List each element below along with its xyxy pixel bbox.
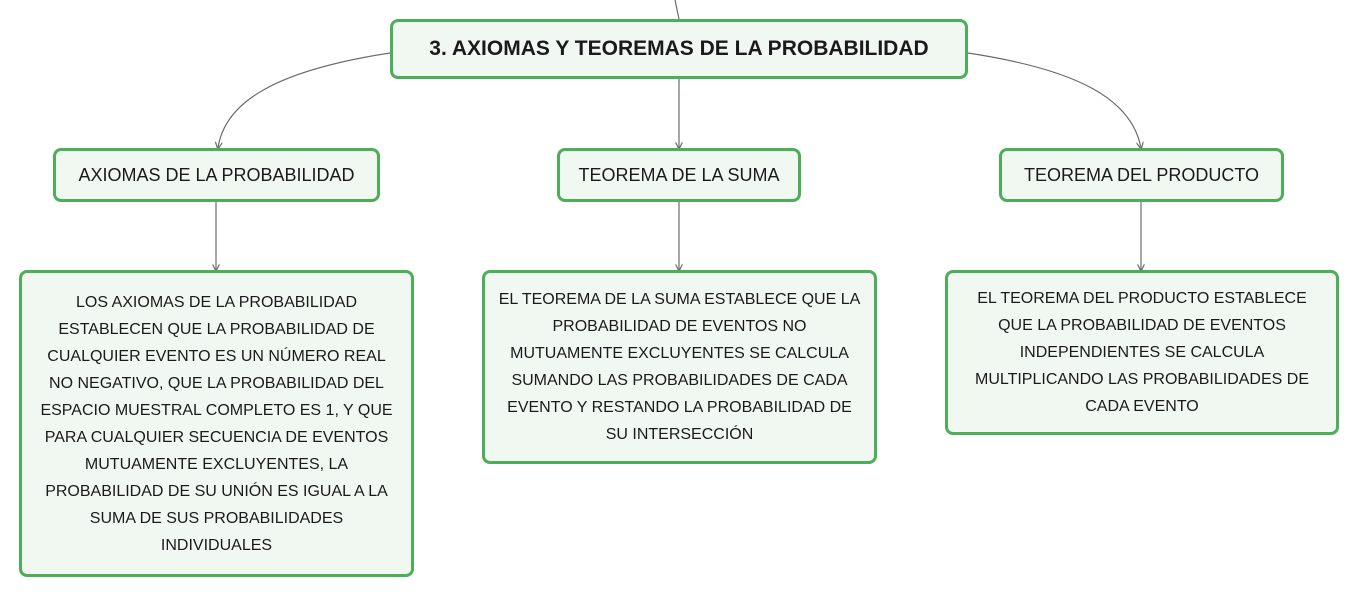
topic-teorema-producto[interactable]: TEOREMA DEL PRODUCTO bbox=[999, 148, 1284, 202]
root-node[interactable]: 3. AXIOMAS Y TEOREMAS DE LA PROBABILIDAD bbox=[390, 19, 968, 79]
description-teorema-producto[interactable]: EL TEOREMA DEL PRODUCTO ESTABLECE QUE LA… bbox=[945, 270, 1339, 435]
topic-teorema-producto-title: TEOREMA DEL PRODUCTO bbox=[1023, 164, 1260, 185]
topic-axiomas[interactable]: AXIOMAS DE LA PROBABILIDAD bbox=[53, 148, 380, 202]
connector-root-to-producto bbox=[967, 52, 1141, 148]
description-axiomas[interactable]: LOS AXIOMAS DE LA PROBABILIDAD ESTABLECE… bbox=[19, 270, 414, 577]
description-teorema-producto-text: EL TEOREMA DEL PRODUCTO ESTABLECE QUE LA… bbox=[974, 290, 1309, 415]
topic-teorema-suma[interactable]: TEOREMA DE LA SUMA bbox=[557, 148, 801, 202]
root-title: 3. AXIOMAS Y TEOREMAS DE LA PROBABILIDAD bbox=[429, 37, 929, 60]
topic-axiomas-title: AXIOMAS DE LA PROBABILIDAD bbox=[78, 164, 355, 185]
description-teorema-suma-text: EL TEOREMA DE LA SUMA ESTABLECE QUE LA P… bbox=[498, 291, 861, 443]
description-teorema-suma[interactable]: EL TEOREMA DE LA SUMA ESTABLECE QUE LA P… bbox=[482, 270, 877, 464]
connector-parent-to-root bbox=[674, 0, 680, 20]
topic-teorema-suma-title: TEOREMA DE LA SUMA bbox=[578, 164, 780, 185]
connector-root-to-axiomas bbox=[218, 52, 391, 148]
description-axiomas-text: LOS AXIOMAS DE LA PROBABILIDAD ESTABLECE… bbox=[40, 293, 393, 554]
